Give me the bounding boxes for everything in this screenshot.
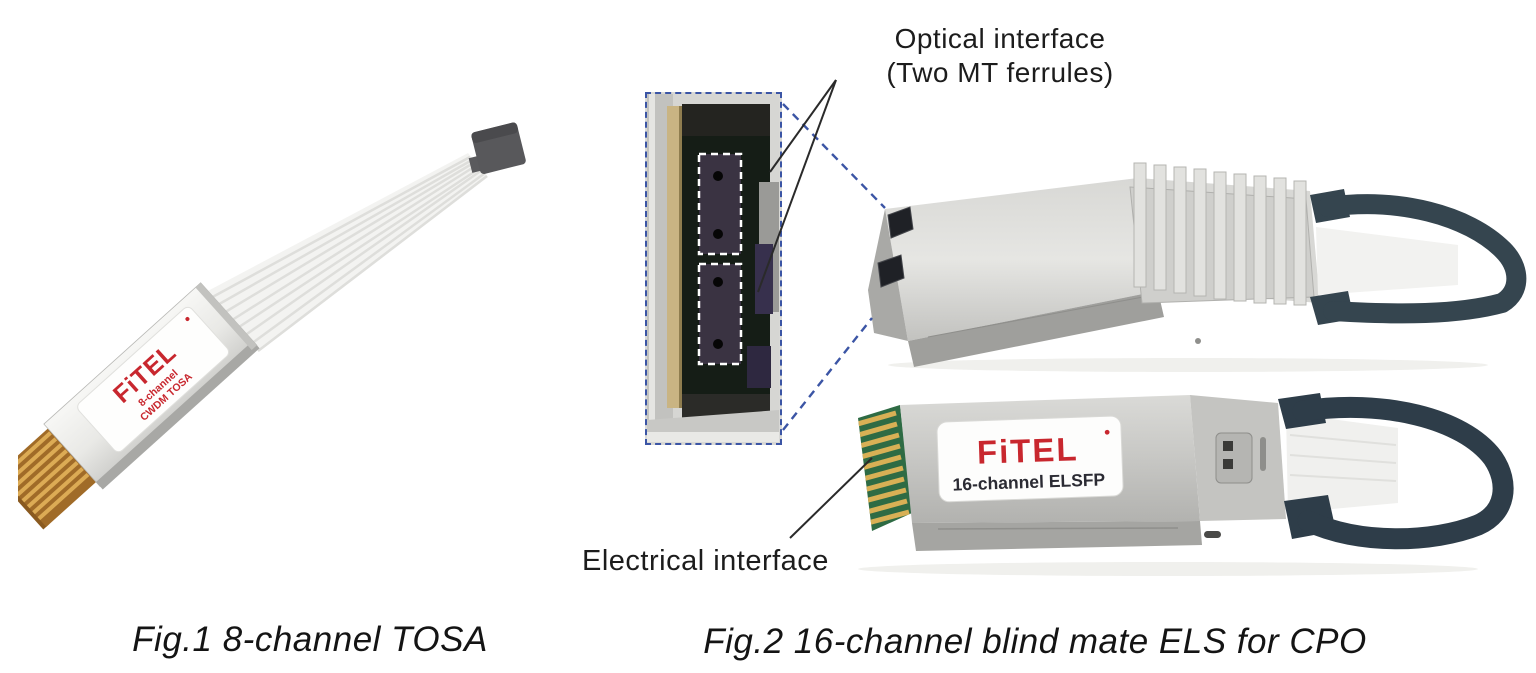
optical-callout-label: Optical interface (Two MT ferrules) (845, 22, 1155, 90)
optical-interface-closeup-box (645, 92, 782, 445)
fig1-photo-tosa: FiTEL 8-channel CWDM TOSA (18, 122, 526, 530)
mt-ferrule-upper (697, 152, 743, 256)
heatsink (1129, 162, 1315, 306)
pull-tab-top-module (1310, 189, 1527, 325)
fig2-module-bottom-photo: FiTEL 16-channel ELSFP (858, 393, 1514, 576)
optical-interface-closeup-photo (647, 94, 779, 442)
elsfp-brand-text: FiTEL (976, 430, 1079, 471)
registered-mark-dot (185, 316, 190, 321)
fig2-caption: Fig.2 16-channel blind mate ELS for CPO (703, 622, 1367, 661)
registered-mark-dot (1104, 429, 1110, 435)
optical-port-window-upper (887, 206, 914, 239)
fig1-caption: Fig.1 8-channel TOSA (132, 620, 488, 659)
pull-tab-bottom-module (1278, 393, 1514, 550)
optical-port-window-lower (877, 254, 905, 288)
module-top-body (885, 178, 1158, 341)
ribbon-connector (468, 122, 526, 174)
optical-callout-line1: Optical interface (894, 23, 1106, 54)
optical-callout-line2: (Two MT ferrules) (886, 57, 1114, 89)
fig2-module-top-photo (868, 162, 1527, 372)
tosa-label (77, 306, 230, 453)
electrical-callout-label: Electrical interface (582, 545, 829, 577)
pcb-edge-strip (667, 106, 681, 408)
flex-ribbons (204, 153, 488, 352)
tosa-body: FiTEL 8-channel CWDM TOSA (18, 282, 260, 530)
cage-section (1190, 395, 1286, 538)
mt-ferrule-lower (697, 262, 743, 366)
tosa-gold-flex (18, 426, 99, 530)
elsfp-label: FiTEL 16-channel ELSFP (936, 415, 1124, 503)
